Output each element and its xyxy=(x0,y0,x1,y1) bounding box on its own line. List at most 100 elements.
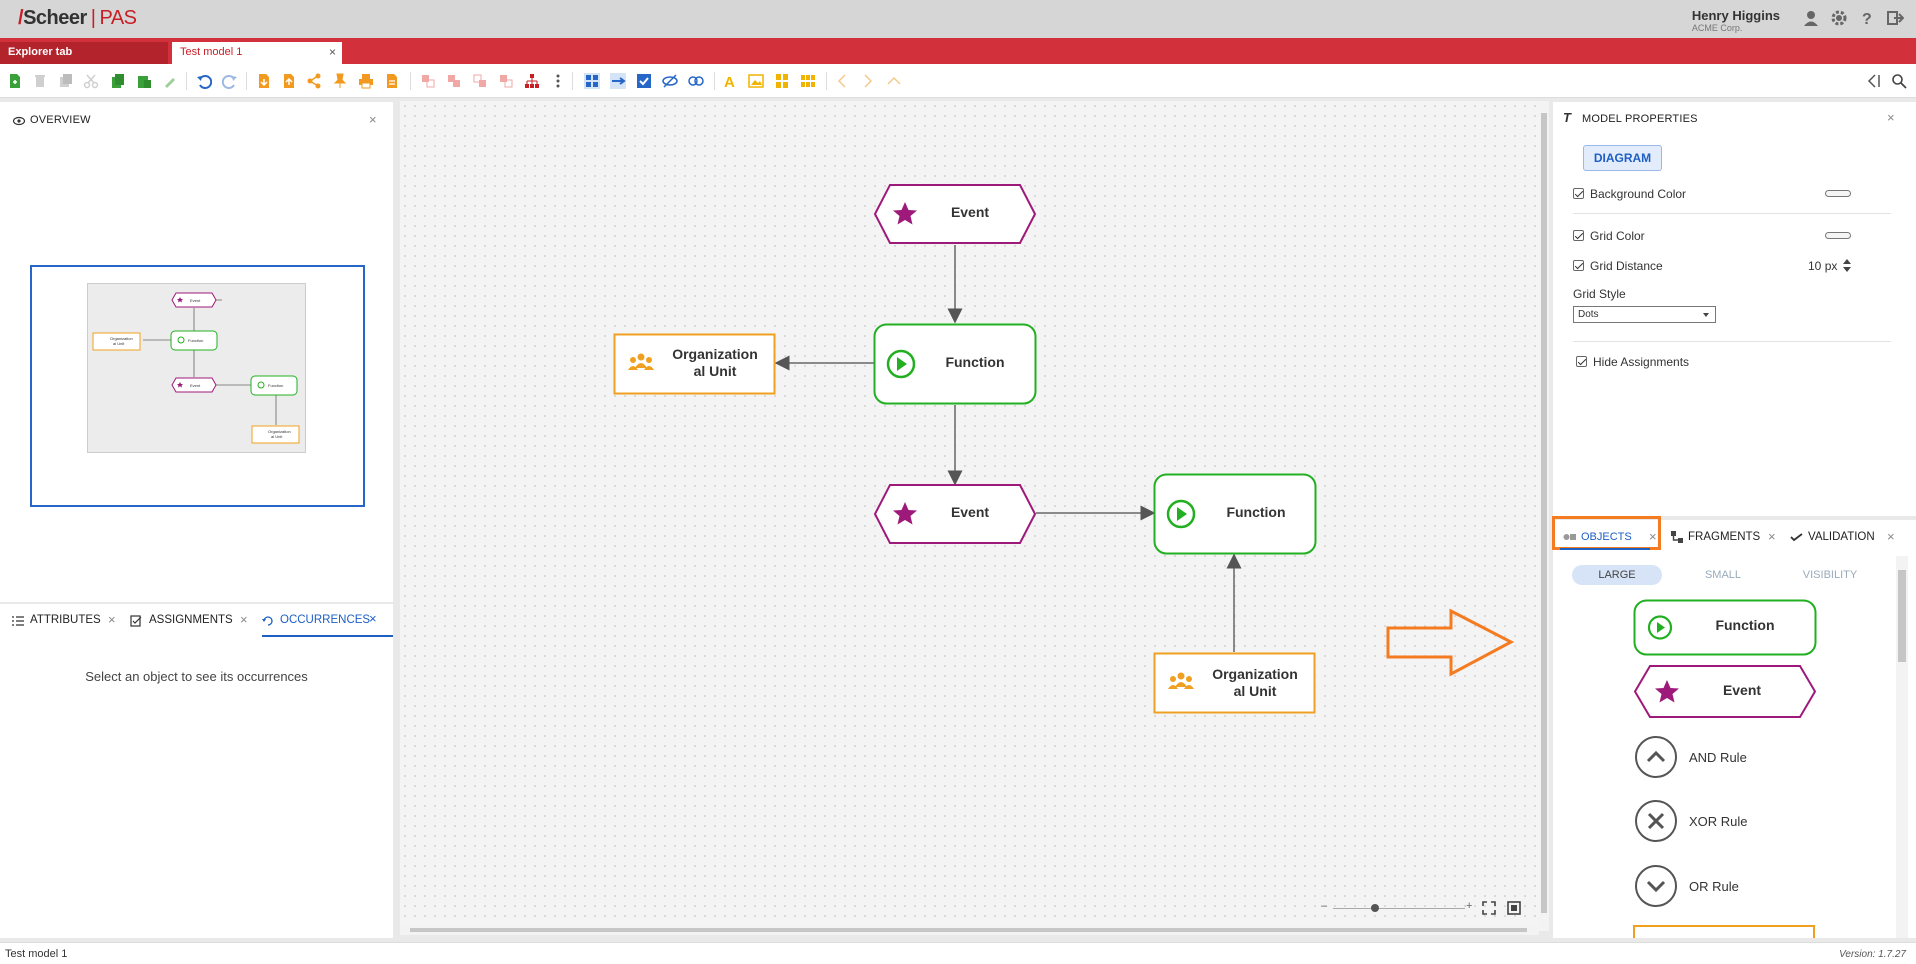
tab-explorer[interactable]: Explorer tab xyxy=(0,42,168,64)
attributes-close-button[interactable]: × xyxy=(108,612,116,627)
redo-icon[interactable] xyxy=(222,73,238,89)
grid-color-swatch[interactable] xyxy=(1825,232,1851,239)
stepper-icon[interactable] xyxy=(1843,259,1851,272)
overview-close-button[interactable]: × xyxy=(369,112,377,127)
grid-distance-checkbox[interactable] xyxy=(1573,260,1584,271)
canvas-vertical-scrollbar[interactable] xyxy=(1539,101,1549,931)
event-shape-1[interactable] xyxy=(873,183,1037,245)
new-file-icon[interactable] xyxy=(7,73,23,89)
zoom-out-button[interactable]: – xyxy=(1321,900,1328,912)
palette-function-shape[interactable] xyxy=(1633,599,1817,656)
diagram-button[interactable]: DIAGRAM xyxy=(1583,145,1662,171)
check-icon[interactable] xyxy=(636,73,652,89)
minimap-function-label: Function xyxy=(188,338,203,343)
share-icon[interactable] xyxy=(306,73,322,89)
tab-fragments[interactable]: FRAGMENTS xyxy=(1688,531,1761,543)
size-small-button[interactable]: SMALL xyxy=(1704,569,1742,581)
grid-distance-input[interactable]: 10 px xyxy=(1808,259,1837,273)
nav-forward-icon[interactable] xyxy=(860,73,876,89)
palette-org-unit-shape-partial[interactable] xyxy=(1633,925,1815,938)
fit-to-screen-icon[interactable] xyxy=(1482,901,1496,915)
report-icon[interactable] xyxy=(384,73,400,89)
text-icon[interactable]: A xyxy=(722,73,738,89)
bring-front-icon[interactable] xyxy=(472,73,488,89)
fragments-close-button[interactable]: × xyxy=(1768,529,1776,544)
user-company: ACME Corp. xyxy=(1691,23,1743,33)
tab-occurrences[interactable]: OCCURRENCES xyxy=(280,614,371,626)
grid-color-checkbox[interactable] xyxy=(1573,230,1584,241)
org-unit-shape-1[interactable] xyxy=(613,333,776,395)
format-painter-icon[interactable] xyxy=(162,73,178,89)
image-icon[interactable] xyxy=(748,73,764,89)
zoom-slider-handle[interactable] xyxy=(1371,904,1379,912)
function-shape-2[interactable] xyxy=(1153,473,1317,555)
copy-icon[interactable] xyxy=(110,73,126,89)
gear-icon[interactable] xyxy=(1830,9,1848,27)
visibility-button[interactable]: VISIBILITY xyxy=(1802,569,1858,581)
validation-close-button[interactable]: × xyxy=(1887,529,1895,544)
tab-test-model[interactable]: Test model 1 × xyxy=(172,42,342,64)
logout-icon[interactable] xyxy=(1886,9,1904,27)
occurrences-close-button[interactable]: × xyxy=(369,611,377,626)
delete-icon[interactable] xyxy=(32,73,48,89)
snap-icon[interactable] xyxy=(610,73,626,89)
hide-assignments-checkbox[interactable] xyxy=(1576,356,1587,367)
search-icon[interactable] xyxy=(1891,73,1907,89)
pin-icon[interactable] xyxy=(332,73,348,89)
canvas-vertical-scroll-thumb[interactable] xyxy=(1541,113,1547,913)
actual-size-icon[interactable] xyxy=(1507,901,1521,915)
close-tab-icon[interactable]: × xyxy=(328,45,336,59)
export-icon[interactable] xyxy=(281,73,297,89)
cut-icon[interactable] xyxy=(83,73,99,89)
assignments-close-button[interactable]: × xyxy=(240,612,248,627)
more-options-icon[interactable] xyxy=(550,73,566,89)
duplicate-icon[interactable] xyxy=(58,73,74,89)
background-color-swatch[interactable] xyxy=(1825,190,1851,197)
group-icon[interactable] xyxy=(420,73,436,89)
org-unit-shape-2[interactable] xyxy=(1153,652,1316,714)
tab-attributes[interactable]: ATTRIBUTES xyxy=(30,614,101,626)
tab-assignments[interactable]: ASSIGNMENTS xyxy=(149,614,233,626)
objects-close-button[interactable]: × xyxy=(1649,529,1657,544)
canvas-horizontal-scroll-thumb[interactable] xyxy=(410,928,1527,932)
size-large-button[interactable]: LARGE xyxy=(1572,565,1662,585)
palette-event-shape[interactable] xyxy=(1633,664,1817,719)
objects-panel-scrollbar[interactable] xyxy=(1896,556,1908,938)
function-shape-1[interactable] xyxy=(873,323,1037,405)
collapse-panel-icon[interactable] xyxy=(1866,73,1882,89)
user-icon[interactable] xyxy=(1802,9,1820,27)
table-icon[interactable] xyxy=(800,73,816,89)
model-properties-title: MODEL PROPERTIES xyxy=(1582,113,1698,125)
and-rule-icon[interactable] xyxy=(1634,735,1678,779)
or-rule-icon[interactable] xyxy=(1634,864,1678,908)
print-icon[interactable] xyxy=(358,73,374,89)
grid-style-select[interactable]: Dots xyxy=(1573,306,1716,323)
columns-icon[interactable] xyxy=(774,73,790,89)
zoom-slider[interactable] xyxy=(1333,908,1465,909)
canvas-horizontal-scrollbar[interactable] xyxy=(400,925,1539,935)
help-icon[interactable]: ? xyxy=(1858,9,1876,27)
send-back-icon[interactable] xyxy=(498,73,514,89)
list-icon xyxy=(12,616,24,626)
nav-up-icon[interactable] xyxy=(886,73,902,89)
event-shape-2[interactable] xyxy=(873,483,1037,545)
paste-icon[interactable] xyxy=(136,73,152,89)
import-icon[interactable] xyxy=(256,73,272,89)
link-icon[interactable] xyxy=(688,73,704,89)
hide-icon[interactable] xyxy=(662,73,678,89)
tab-objects[interactable]: OBJECTS xyxy=(1581,531,1632,543)
overview-viewport-frame[interactable] xyxy=(30,265,365,507)
zoom-in-button[interactable]: + xyxy=(1466,900,1473,912)
background-color-checkbox[interactable] xyxy=(1573,188,1584,199)
user-info[interactable]: Henry Higgins ACME Corp. xyxy=(1692,8,1780,33)
grid-view-icon[interactable] xyxy=(584,73,600,89)
tab-validation[interactable]: VALIDATION xyxy=(1808,531,1875,543)
undo-icon[interactable] xyxy=(196,73,212,89)
xor-rule-icon[interactable] xyxy=(1634,799,1678,843)
minimap-org2-label: Organization xyxy=(268,429,291,434)
nav-back-icon[interactable] xyxy=(834,73,850,89)
hierarchy-layout-icon[interactable] xyxy=(524,73,540,89)
model-properties-close-button[interactable]: × xyxy=(1887,110,1895,125)
objects-panel-scroll-thumb[interactable] xyxy=(1898,570,1906,662)
ungroup-icon[interactable] xyxy=(446,73,462,89)
